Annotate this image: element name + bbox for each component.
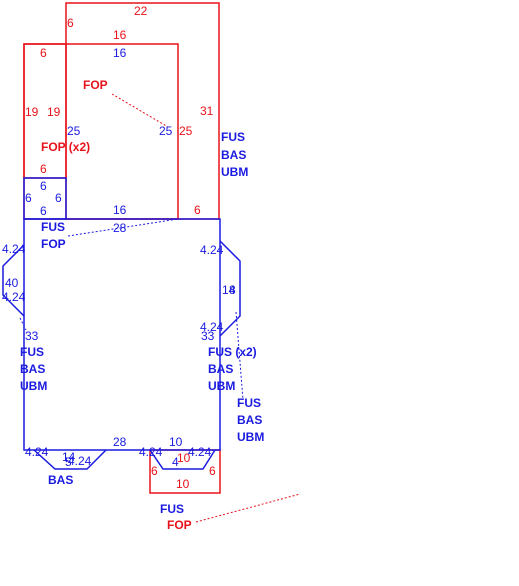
label-left-fus: FUS [20, 345, 44, 359]
dim-small-6r: 6 [40, 162, 47, 176]
label-far-ubm: UBM [237, 430, 264, 444]
dim-top-6b: 6 [40, 46, 47, 60]
label-mid-fop: FOP [41, 237, 66, 251]
leader-bottom-fop [195, 493, 301, 523]
dim-bottom-28: 28 [113, 435, 127, 449]
dim-bm-424b: 4.24 [188, 445, 212, 459]
dim-left-33: 33 [25, 329, 39, 343]
label-rmid-bas: BAS [208, 362, 233, 376]
label-right-bas: BAS [221, 148, 246, 162]
label-right-ubm: UBM [221, 165, 248, 179]
dim-right-8: 8 [229, 283, 236, 297]
dim-inner-25b: 25 [159, 124, 173, 138]
red-area-inner [23, 43, 179, 220]
dim-mid-6: 6 [194, 203, 201, 217]
label-fop-x2: FOP (x2) [41, 140, 90, 154]
dim-small-6a: 6 [40, 179, 47, 193]
dim-top-16b: 16 [113, 46, 127, 60]
dim-bl-14: 14 [62, 450, 76, 464]
dim-bl-5: 5 [65, 455, 72, 469]
label-left-ubm: UBM [20, 379, 47, 393]
dim-bm-4: 4 [172, 455, 179, 469]
dim-right-33: 33 [201, 329, 215, 343]
dim-top-22: 22 [134, 4, 148, 18]
label-rmid-fus-x2: FUS (x2) [208, 345, 257, 359]
label-left-bas: BAS [20, 362, 45, 376]
dim-right-424b: 4.24 [200, 320, 224, 334]
blue-small-box [23, 177, 67, 220]
dim-mid-16: 16 [113, 203, 127, 217]
dim-right-14: 14 [222, 283, 236, 297]
dim-mid-28: 28 [113, 221, 127, 235]
blue-bottom-bay-left [33, 449, 107, 470]
dim-bm-6a: 6 [151, 464, 158, 478]
dim-left-424b: 4.24 [2, 290, 26, 304]
leader-far-right [235, 311, 244, 401]
label-bottom-fus: FUS [160, 502, 184, 516]
dim-bm-10: 10 [177, 451, 191, 465]
dim-small-6b: 6 [25, 191, 32, 205]
label-bottom-fop: FOP [167, 518, 192, 532]
leader-fop-top [111, 93, 169, 128]
label-far-bas: BAS [237, 413, 262, 427]
blue-left-bay [2, 244, 25, 317]
dim-small-6d: 6 [40, 204, 47, 218]
dim-right-31: 31 [200, 104, 214, 118]
dim-left-19b: 19 [47, 105, 61, 119]
dim-top-6a: 6 [67, 16, 74, 30]
dim-bl-424a: 4.24 [25, 445, 49, 459]
leader-fus-fop-mid [67, 218, 179, 237]
label-fop-top: FOP [83, 78, 108, 92]
dim-right-424a: 4.24 [200, 243, 224, 257]
dim-bm-6b: 6 [209, 464, 216, 478]
dim-small-6c: 6 [55, 191, 62, 205]
dim-left-424a: 4.24 [2, 242, 26, 256]
blue-right-bay [219, 240, 241, 337]
label-bottom-bas: BAS [48, 473, 73, 487]
dim-bottom-10a: 10 [169, 435, 183, 449]
label-rmid-ubm: UBM [208, 379, 235, 393]
red-area-large [65, 2, 220, 220]
label-far-fus: FUS [237, 396, 261, 410]
dim-left-40: 40 [5, 276, 19, 290]
dim-bl-424b: 4.24 [68, 454, 92, 468]
dim-bm-10b: 10 [176, 477, 190, 491]
dim-left-19a: 19 [25, 105, 39, 119]
label-mid-fus: FUS [41, 220, 65, 234]
blue-bottom-bay-mid [149, 449, 216, 470]
dim-inner-25c: 25 [179, 124, 193, 138]
dim-top-16r: 16 [113, 28, 127, 42]
dim-bm-424a: 4.24 [139, 445, 163, 459]
label-right-fus: FUS [221, 130, 245, 144]
blue-main-body [23, 218, 221, 451]
dim-inner-25a: 25 [67, 124, 81, 138]
